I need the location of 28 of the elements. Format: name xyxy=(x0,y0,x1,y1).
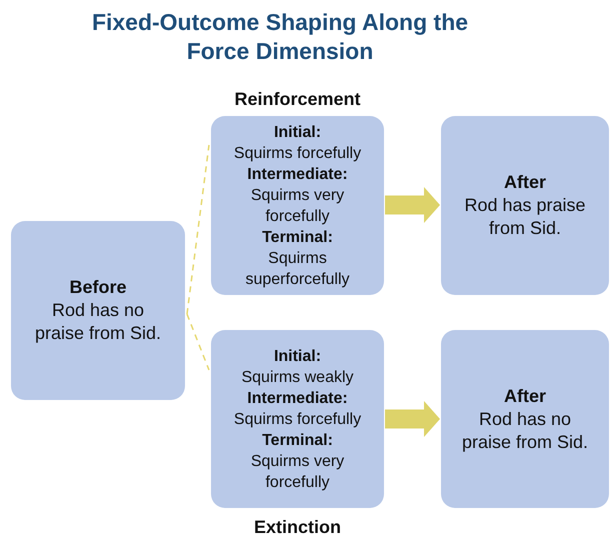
block-arrow xyxy=(385,401,440,437)
diagram-title: Fixed-Outcome Shaping Along the Force Dimension xyxy=(90,8,470,66)
stage-heading: Terminal: xyxy=(262,228,333,248)
stage-description: Squirms superforcefully xyxy=(244,248,351,290)
stage-heading: Initial: xyxy=(274,346,322,366)
node-heading: After xyxy=(504,384,546,408)
stage-heading: Terminal: xyxy=(262,430,333,450)
phase-label: Extinction xyxy=(252,516,342,537)
stage-heading: Initial: xyxy=(274,122,322,142)
node-heading: Before xyxy=(69,276,126,299)
node-heading: After xyxy=(504,171,546,194)
stage-description: Squirms very forcefully xyxy=(250,452,346,492)
block-arrow xyxy=(385,187,440,223)
process-box xyxy=(441,116,609,295)
node-text: Rod has praise from Sid. xyxy=(463,194,587,240)
stage-heading: Intermediate: xyxy=(247,164,348,184)
phase-label: Reinforcement xyxy=(233,88,362,110)
dashed-connector xyxy=(186,314,210,370)
node-text: Rod has no praise from Sid. xyxy=(460,408,590,454)
process-box xyxy=(441,330,609,508)
stage-description: Squirms forcefully xyxy=(234,410,362,430)
dashed-connector xyxy=(186,144,210,314)
stage-description: Squirms weakly xyxy=(241,368,354,388)
stage-description: Squirms very forcefully xyxy=(250,186,346,226)
stage-description: Squirms forcefully xyxy=(234,144,362,164)
stage-heading: Intermediate: xyxy=(247,388,348,408)
process-box xyxy=(11,221,185,400)
node-text: Rod has no praise from Sid. xyxy=(34,299,162,345)
